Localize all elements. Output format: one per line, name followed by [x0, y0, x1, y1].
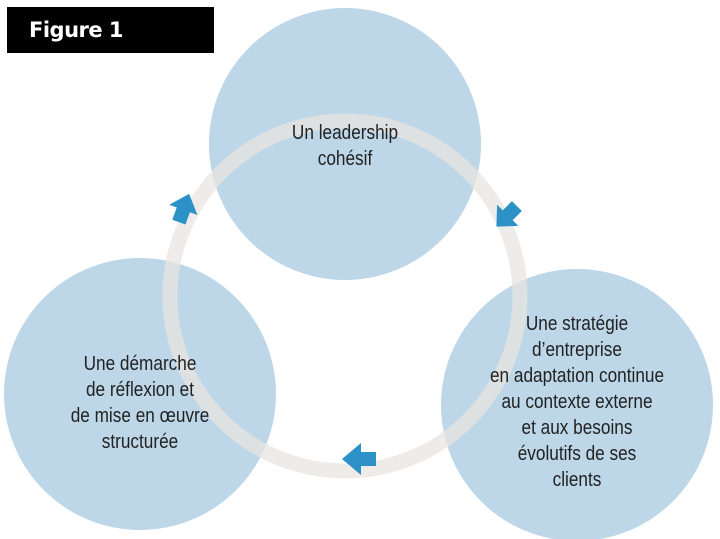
node-left-text: Une démarche de réflexion et de mise en …: [54, 351, 226, 455]
node-right-text: Une stratégie d’entreprise en adaptation…: [478, 311, 676, 493]
node-right-line: au contexte externe: [501, 391, 653, 413]
node-left-line: de réflexion et: [85, 379, 195, 401]
circle-top: [209, 8, 481, 280]
circle-left: [4, 258, 276, 530]
arrow-left-up-icon: [169, 193, 198, 225]
node-left-line: structurée: [101, 431, 179, 453]
node-right-line: Une stratégie: [525, 313, 629, 335]
arrow-top-right-icon: [496, 201, 522, 227]
node-left-line: de mise en œuvre: [70, 405, 210, 427]
node-top-line: Un leadership: [291, 122, 399, 144]
cycle-ring: [162, 113, 528, 479]
figure-label: Figure 1: [7, 7, 214, 53]
node-right-line: clients: [552, 469, 602, 491]
node-right-line: évolutifs de ses: [517, 443, 637, 465]
node-right-line: d’entreprise: [532, 339, 622, 361]
arrow-bottom-left-icon: [342, 443, 376, 475]
node-top-line: cohésif: [317, 148, 373, 170]
node-top-text: Un leadership cohésif: [259, 120, 431, 172]
node-right-line: en adaptation continue: [489, 365, 665, 387]
node-left-line: Une démarche: [83, 353, 197, 375]
node-right-line: et aux besoins: [521, 417, 633, 439]
